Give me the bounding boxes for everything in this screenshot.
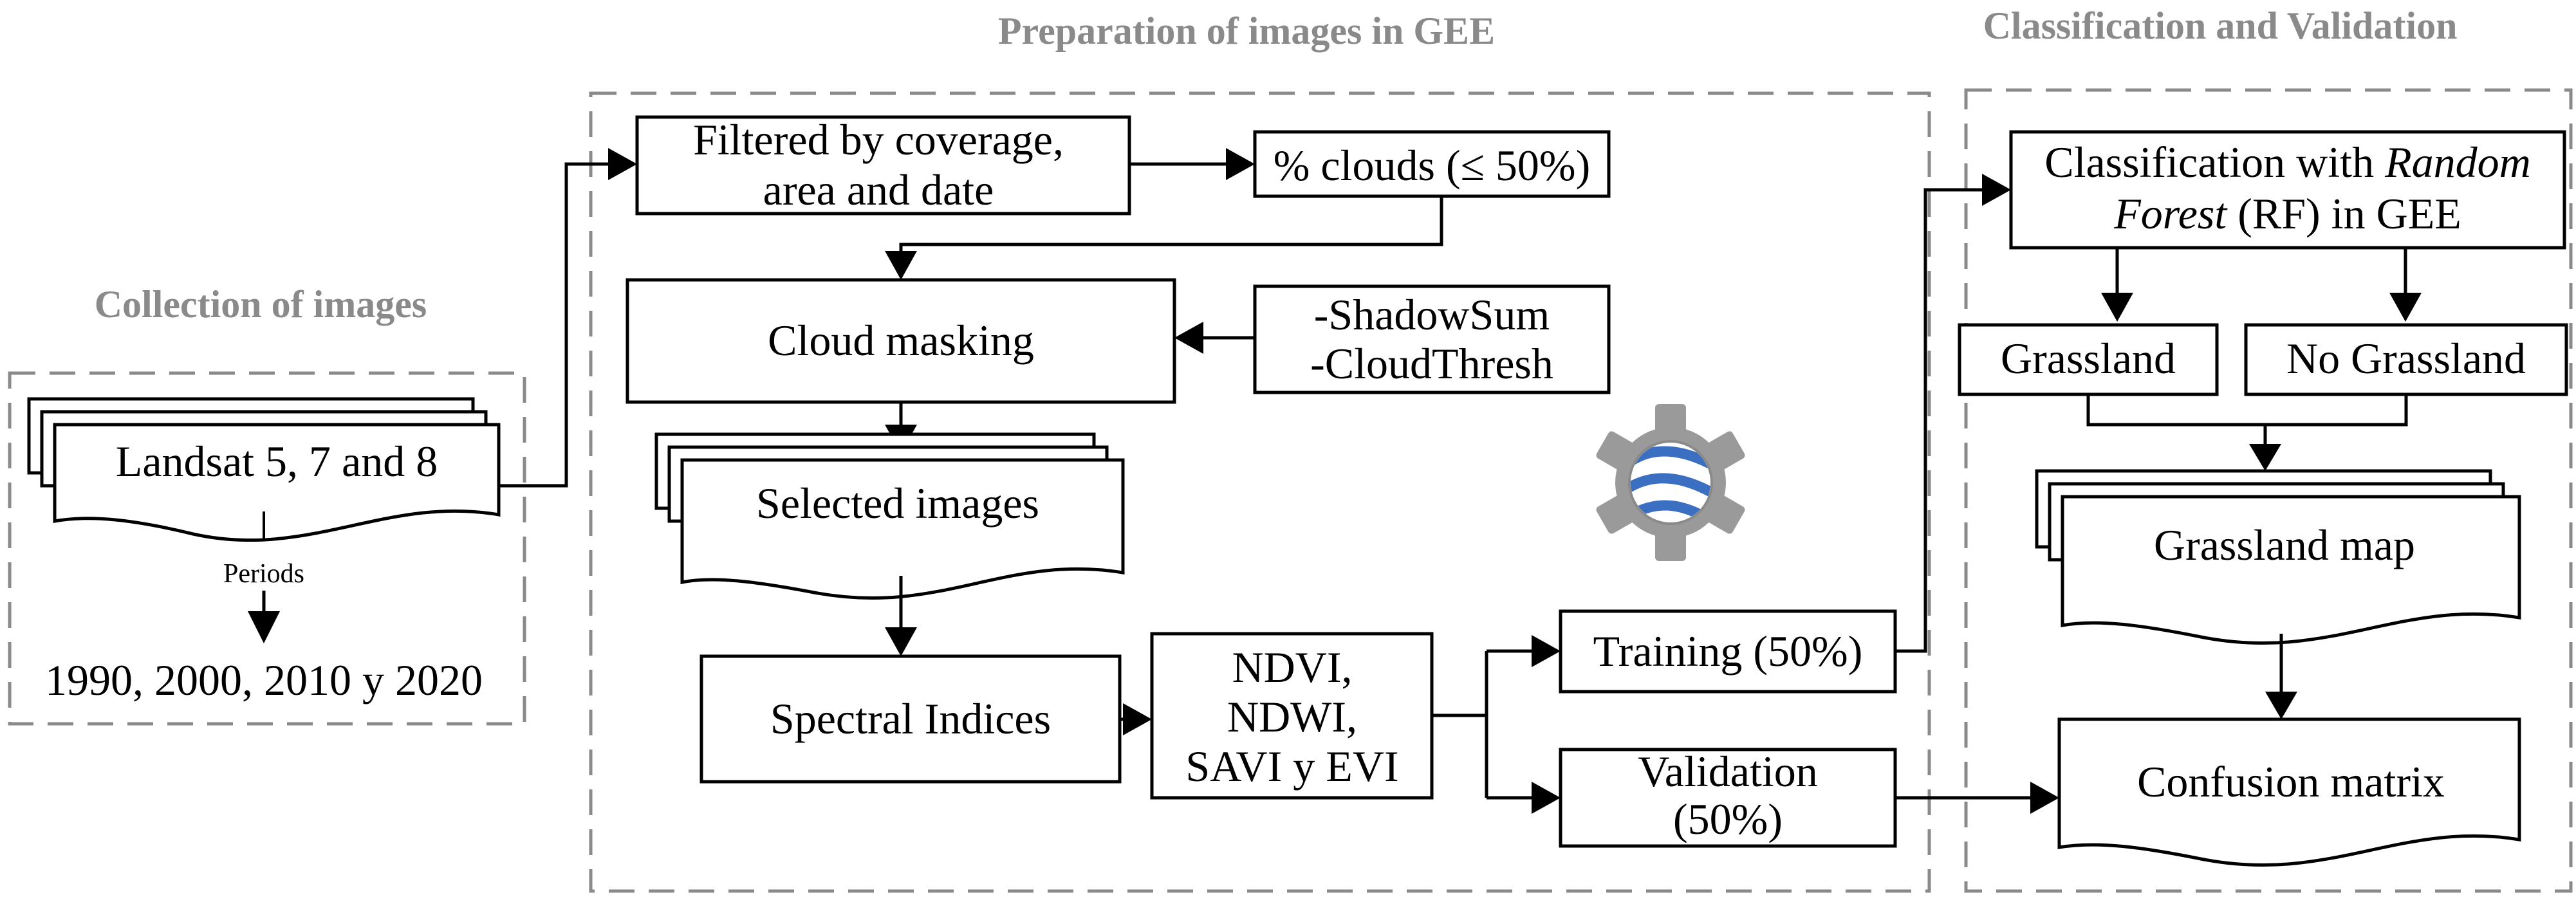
clouds-label: % clouds (≤ 50%)	[1274, 141, 1590, 190]
clouds-box	[1253, 130, 1611, 198]
arrow-classification-nograssland	[2389, 293, 2422, 322]
parameters-box	[1253, 284, 1611, 394]
arrow-selected-spectral	[885, 627, 917, 656]
indices-label-line2: NDWI,	[1227, 692, 1357, 741]
arrow-merge-map	[2249, 444, 2281, 471]
connector-landsat-filtered	[499, 162, 608, 488]
validation-box	[1559, 748, 1897, 848]
google-earth-engine-gear-icon	[1596, 404, 1745, 561]
validation-label-line1: Validation	[1638, 747, 1818, 796]
cloud-masking-box	[625, 278, 1176, 404]
arrow-indices-training	[1532, 635, 1561, 667]
arrow-clouds-masking	[885, 251, 917, 280]
periods-label: Periods	[223, 559, 304, 589]
arrow-validation-confusion	[2030, 782, 2059, 814]
preparation-frame	[589, 91, 1931, 893]
confusion-matrix-label: Confusion matrix	[2137, 757, 2445, 806]
validation-label-line2: (50%)	[1673, 795, 1783, 843]
confusion-matrix-document	[2057, 717, 2521, 867]
arrow-indices-validation	[1532, 782, 1561, 814]
arrow-spectral-indices	[1123, 703, 1152, 735]
landsat-label: Landsat 5, 7 and 8	[116, 437, 438, 486]
selected-images-label: Selected images	[756, 479, 1039, 528]
indices-box	[1150, 632, 1434, 800]
training-label: Training (50%)	[1593, 627, 1863, 676]
grassland-map-label: Grassland map	[2154, 520, 2415, 569]
arrow-params-masking	[1174, 322, 1203, 354]
classification-label-line2: Forest (RF) in GEE	[2113, 189, 2461, 238]
grassland-label: Grassland	[2001, 334, 2176, 383]
landsat-document-stack	[27, 397, 501, 542]
years-label: 1990, 2000, 2010 y 2020	[45, 656, 483, 704]
classification-box	[2009, 130, 2566, 250]
section-title-collection: Collection of images	[95, 283, 427, 326]
grassland-map-document-stack	[2035, 469, 2521, 645]
classification-frame	[1964, 88, 2573, 893]
filtered-label-line2: area and date	[763, 165, 994, 214]
no-grassland-label: No Grassland	[2286, 334, 2526, 383]
training-box	[1559, 609, 1897, 694]
classification-label-line1: Classification with Random	[2044, 138, 2530, 187]
collection-frame	[8, 371, 526, 726]
section-title-classification: Classification and Validation	[1983, 5, 2458, 47]
arrow-filtered-clouds	[1226, 148, 1255, 180]
indices-label-line1: NDVI,	[1232, 643, 1353, 692]
parameters-label-line2: -CloudThresh	[1310, 339, 1553, 388]
periods-arrowhead	[248, 611, 280, 643]
arrow-classification-grassland	[2101, 293, 2133, 322]
selected-images-document-stack	[654, 432, 1125, 600]
arrow-training-classification	[1982, 174, 2011, 206]
arrow-map-confusion	[2265, 692, 2297, 719]
spectral-indices-label: Spectral Indices	[770, 694, 1051, 743]
parameters-label-line1: -ShadowSum	[1314, 290, 1550, 339]
spectral-indices-box	[700, 654, 1122, 784]
section-title-preparation: Preparation of images in GEE	[998, 10, 1495, 52]
filtered-label-line1: Filtered by coverage,	[693, 115, 1064, 164]
cloud-masking-label: Cloud masking	[768, 316, 1034, 365]
indices-label-line3: SAVI y EVI	[1185, 742, 1398, 791]
